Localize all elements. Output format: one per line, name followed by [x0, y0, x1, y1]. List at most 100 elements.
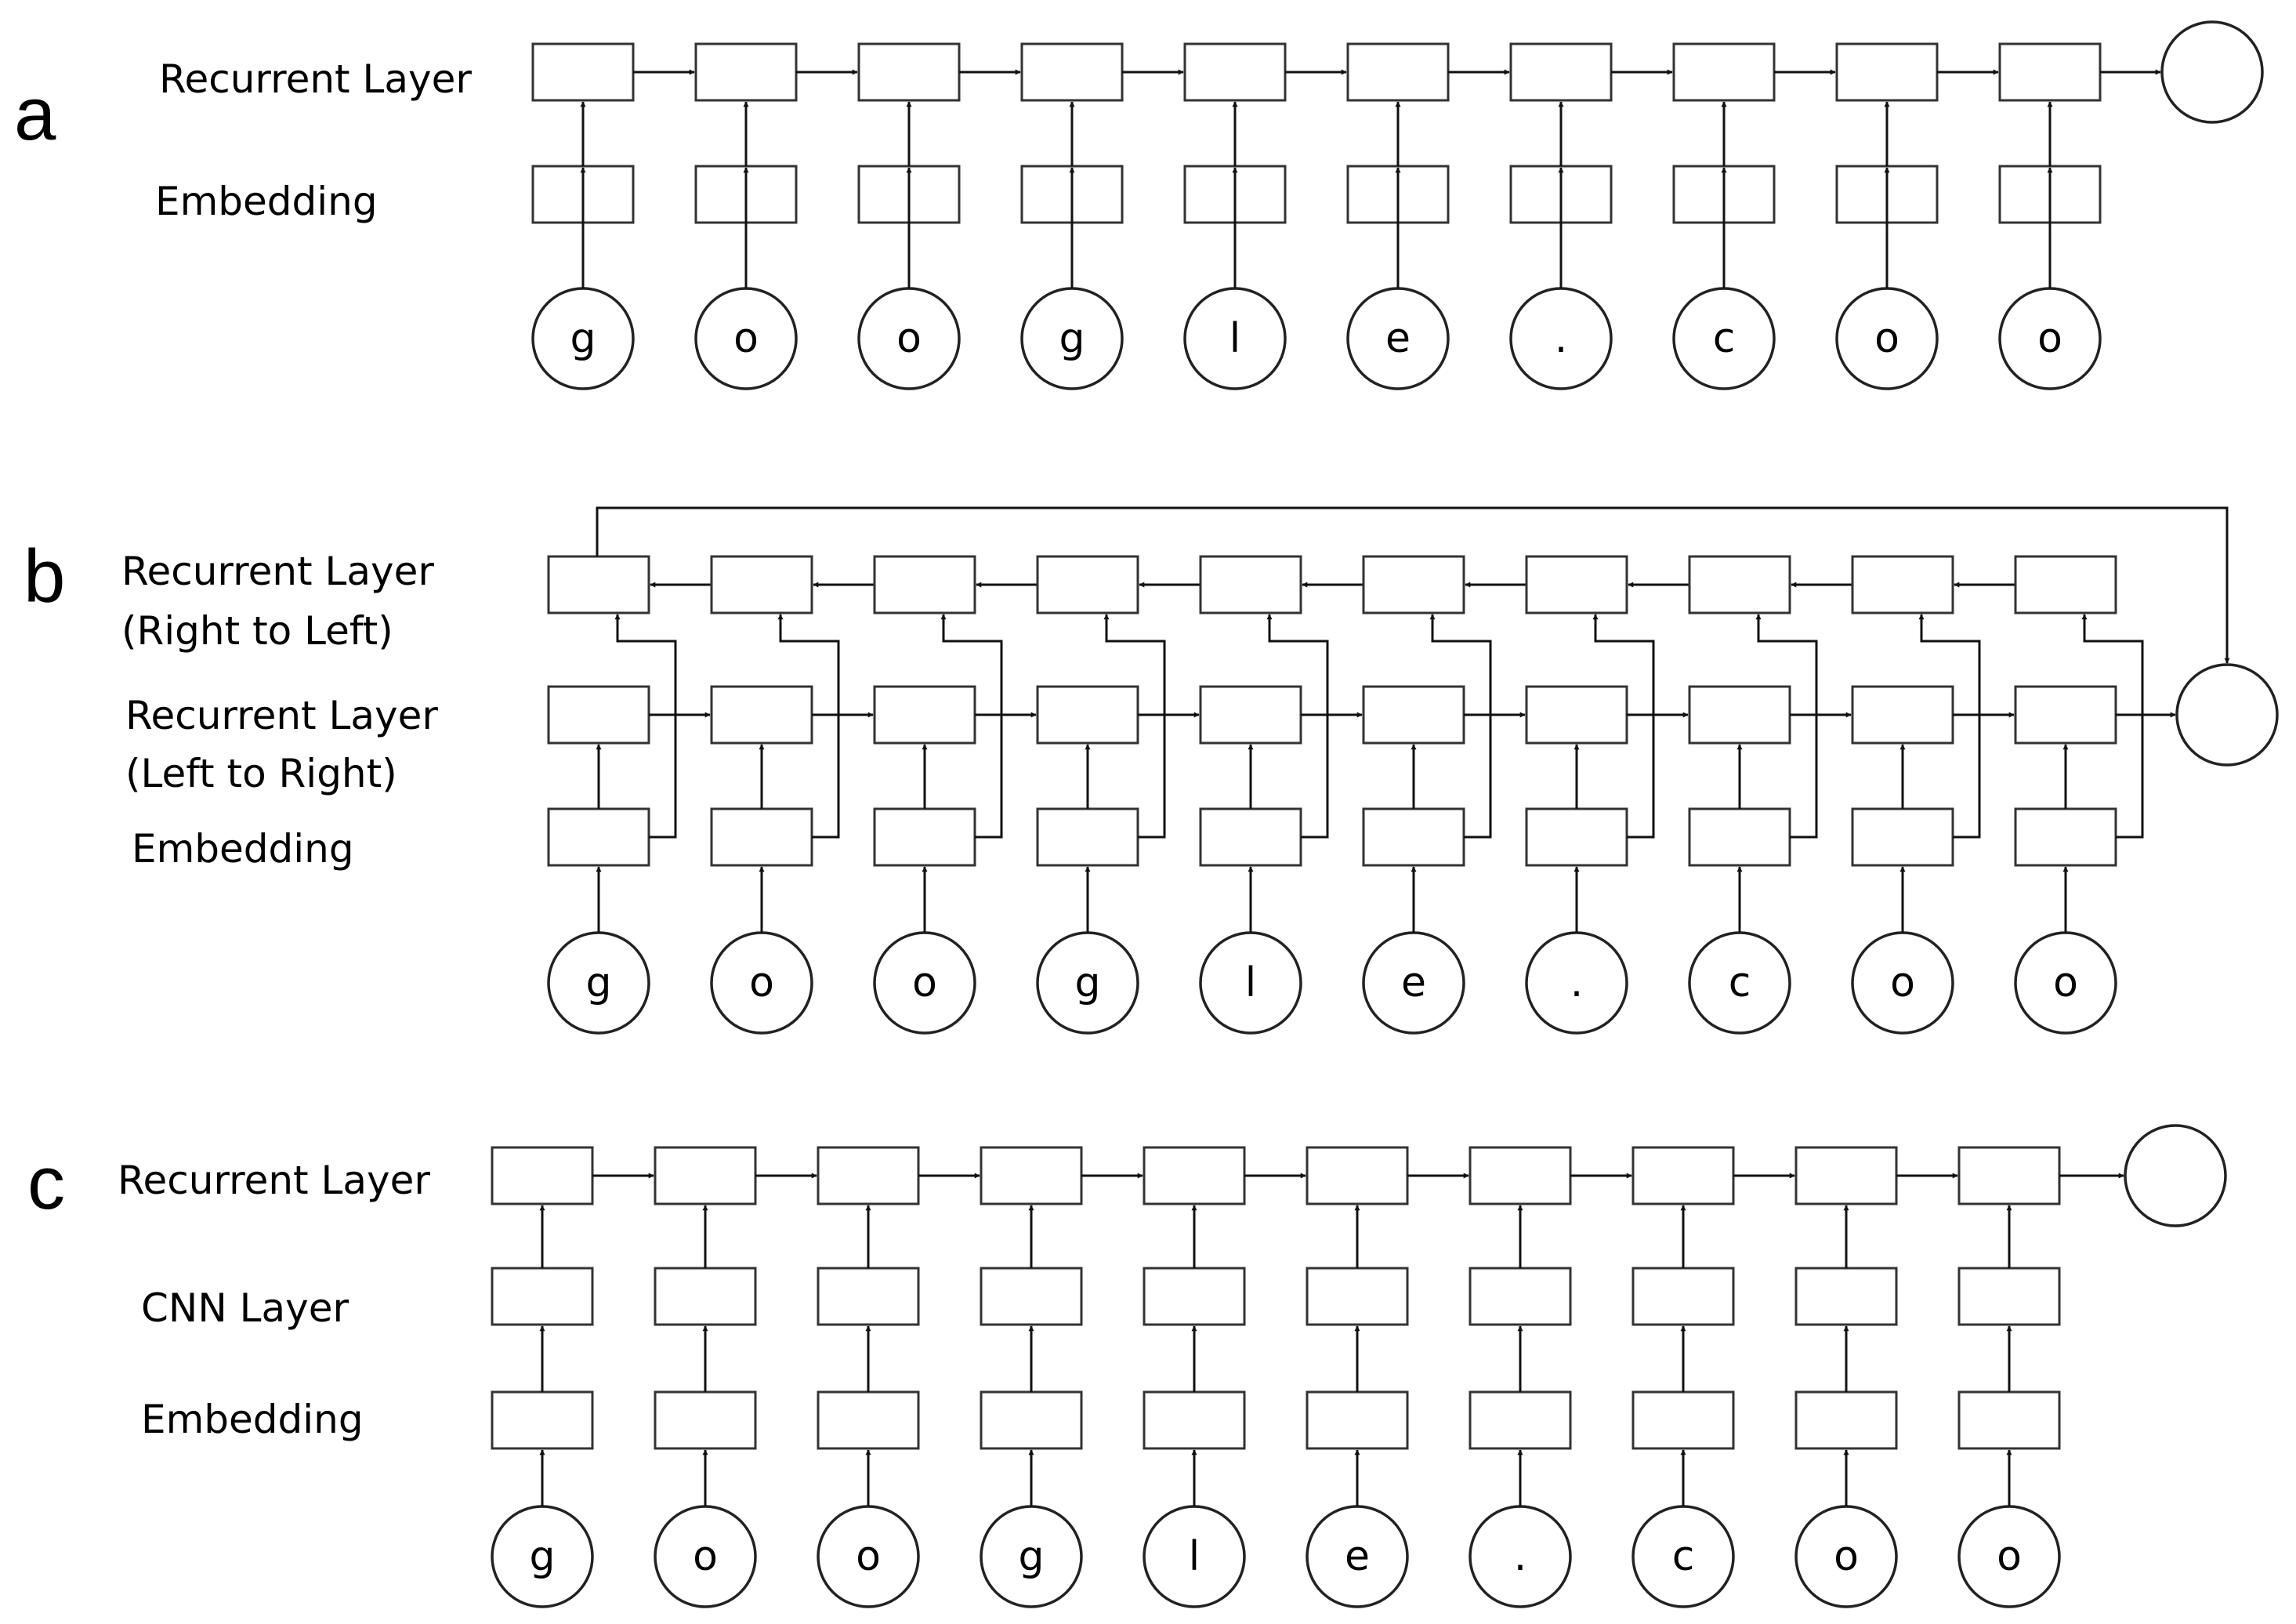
panel-b-ltr-cell — [873, 685, 976, 745]
panel-a-char-node: c — [1672, 287, 1776, 390]
panel-a-char-node-label: o — [733, 315, 759, 362]
panel-b-char-node: e — [1362, 931, 1465, 1035]
panel-a-recurrent-cell — [694, 42, 798, 102]
panel-b-char-node: g — [1036, 931, 1139, 1035]
panel-a-recurrent-cell — [1020, 42, 1124, 102]
panel-c-recurrent-cell — [1631, 1146, 1735, 1205]
panel-b-embedding-cell — [1688, 807, 1791, 867]
panel-b-embedding-to-rtl-arrow — [2081, 614, 2144, 839]
panel-a-char-node: o — [694, 287, 798, 390]
panel-c-char-node-label: o — [693, 1533, 718, 1580]
panel-a-char-node: e — [1346, 287, 1450, 390]
panel-a-char-node-label: l — [1229, 315, 1240, 362]
panel-c-char-node: . — [1468, 1505, 1572, 1608]
panel-a-recurrent-cell — [1509, 42, 1613, 102]
panel-c-cnn-cell — [1143, 1267, 1246, 1326]
panel-b-rtl-label-line2: (Right to Left) — [121, 608, 393, 654]
panel-a-char-node: l — [1183, 287, 1287, 390]
panel-b-embedding-cell — [1362, 807, 1465, 867]
panel-a-char-node-label: e — [1385, 315, 1411, 362]
panel-b-embedding-to-rtl-arrow — [777, 614, 840, 839]
panel-b-char-node-label: . — [1570, 959, 1584, 1006]
panel-a-char-node-label: o — [1874, 315, 1899, 362]
panel-a-char-node-label: . — [1555, 315, 1568, 362]
panel-c-recurrent-cell — [491, 1146, 594, 1205]
panel-a-recurrent-cell — [1183, 42, 1287, 102]
panel-c-cnn-cell — [1468, 1267, 1572, 1326]
panel-b-char-node-label: o — [1890, 959, 1915, 1006]
panel-c-char-node-label: . — [1514, 1533, 1527, 1580]
panel-c-cnn-cell — [1957, 1267, 2061, 1326]
panel-b-rtl-cell — [547, 555, 650, 614]
panel-b-char-node: l — [1199, 931, 1302, 1035]
panel-b-embedding-cell — [1199, 807, 1302, 867]
panel-c-embedding-cell — [980, 1390, 1083, 1450]
panel-b-output-node — [2175, 663, 2279, 767]
panel-b-embedding-to-rtl-arrow — [1918, 614, 1981, 839]
panel-c-output-node — [2124, 1124, 2227, 1227]
panel-c-char-node-label: c — [1672, 1533, 1695, 1580]
panel-b-embedding-to-rtl-arrow — [614, 614, 677, 839]
panel-b-ltr-cell — [1362, 685, 1465, 745]
panel-c-cnn-cell — [980, 1267, 1083, 1326]
panel-b-char-node-label: o — [749, 959, 774, 1006]
panel-c-char-node-label: l — [1189, 1533, 1200, 1580]
panel-c-embedding-cell — [1306, 1390, 1409, 1450]
panel-b-embedding-cell — [1851, 807, 1954, 867]
panel-c-cnn-cell — [491, 1267, 594, 1326]
panel-b-embedding-cell — [2014, 807, 2117, 867]
panel-a-recurrent-cell — [1998, 42, 2102, 102]
panel-b-char-node: g — [547, 931, 650, 1035]
panel-b-embedding-to-rtl-arrow — [1266, 614, 1329, 839]
panel-b: b Recurrent Layer (Right to Left) Recurr… — [24, 506, 2279, 1035]
panel-c-embedding-label: Embedding — [141, 1397, 364, 1442]
panel-c-char-node-label: o — [1997, 1533, 2022, 1580]
panel-c-char-node: c — [1631, 1505, 1735, 1608]
panel-c-char-node-label: e — [1345, 1533, 1370, 1580]
panel-b-rtl-cell — [1199, 555, 1302, 614]
panel-a-char-node: o — [1998, 287, 2102, 390]
panel-a-recurrent-cell — [857, 42, 961, 102]
panel-b-rtl-cell — [1851, 555, 1954, 614]
panel-c-embedding-cell — [1468, 1390, 1572, 1450]
panel-b-char-node: o — [2014, 931, 2117, 1035]
panel-a-output-node — [2160, 20, 2264, 124]
panel-c-recurrent-label: Recurrent Layer — [118, 1158, 430, 1203]
panel-b-graph: g o o g l e. c o o — [547, 506, 2279, 1035]
panel-c-char-node: g — [980, 1505, 1083, 1608]
panel-b-char-node-label: l — [1245, 959, 1256, 1006]
panel-b-char-node: c — [1688, 931, 1791, 1035]
panel-c-recurrent-cell — [1794, 1146, 1898, 1205]
panel-b-rtl-output-arrow — [596, 506, 2230, 664]
panel-c-recurrent-cell — [654, 1146, 757, 1205]
panel-a-embedding-label: Embedding — [155, 179, 378, 224]
panel-b-char-node-label: g — [1074, 959, 1100, 1006]
panel-b-rtl-cell — [1688, 555, 1791, 614]
panel-b-ltr-cell — [710, 685, 813, 745]
panel-b-ltr-label-line1: Recurrent Layer — [125, 693, 438, 738]
panel-a-char-node-label: c — [1713, 315, 1736, 362]
panel-b-ltr-cell — [1688, 685, 1791, 745]
panel-b-rtl-cell — [873, 555, 976, 614]
panel-c-char-node-label: g — [1018, 1533, 1044, 1580]
panel-b-embedding-cell — [1525, 807, 1628, 867]
panel-c-letter: c — [27, 1141, 65, 1225]
panel-b-embedding-to-rtl-arrow — [940, 614, 1003, 839]
panel-b-embedding-to-rtl-arrow — [1103, 614, 1166, 839]
panel-c-embedding-cell — [1143, 1390, 1246, 1450]
panel-c-char-node-label: g — [529, 1533, 555, 1580]
panel-b-rtl-label-line1: Recurrent Layer — [121, 549, 434, 594]
panel-b-ltr-cell — [547, 685, 650, 745]
panel-c-char-node: o — [654, 1505, 757, 1608]
panel-b-char-node-label: o — [912, 959, 937, 1006]
panel-b-char-node: o — [873, 931, 976, 1035]
panel-c-cnn-label: CNN Layer — [141, 1285, 349, 1331]
panel-c-embedding-cell — [491, 1390, 594, 1450]
panel-c-cnn-cell — [1631, 1267, 1735, 1326]
panel-b-char-node-label: o — [2053, 959, 2078, 1006]
panel-a-char-node-label: o — [896, 315, 922, 362]
panel-a-char-node: g — [531, 287, 635, 390]
panel-b-embedding-label: Embedding — [132, 826, 354, 872]
